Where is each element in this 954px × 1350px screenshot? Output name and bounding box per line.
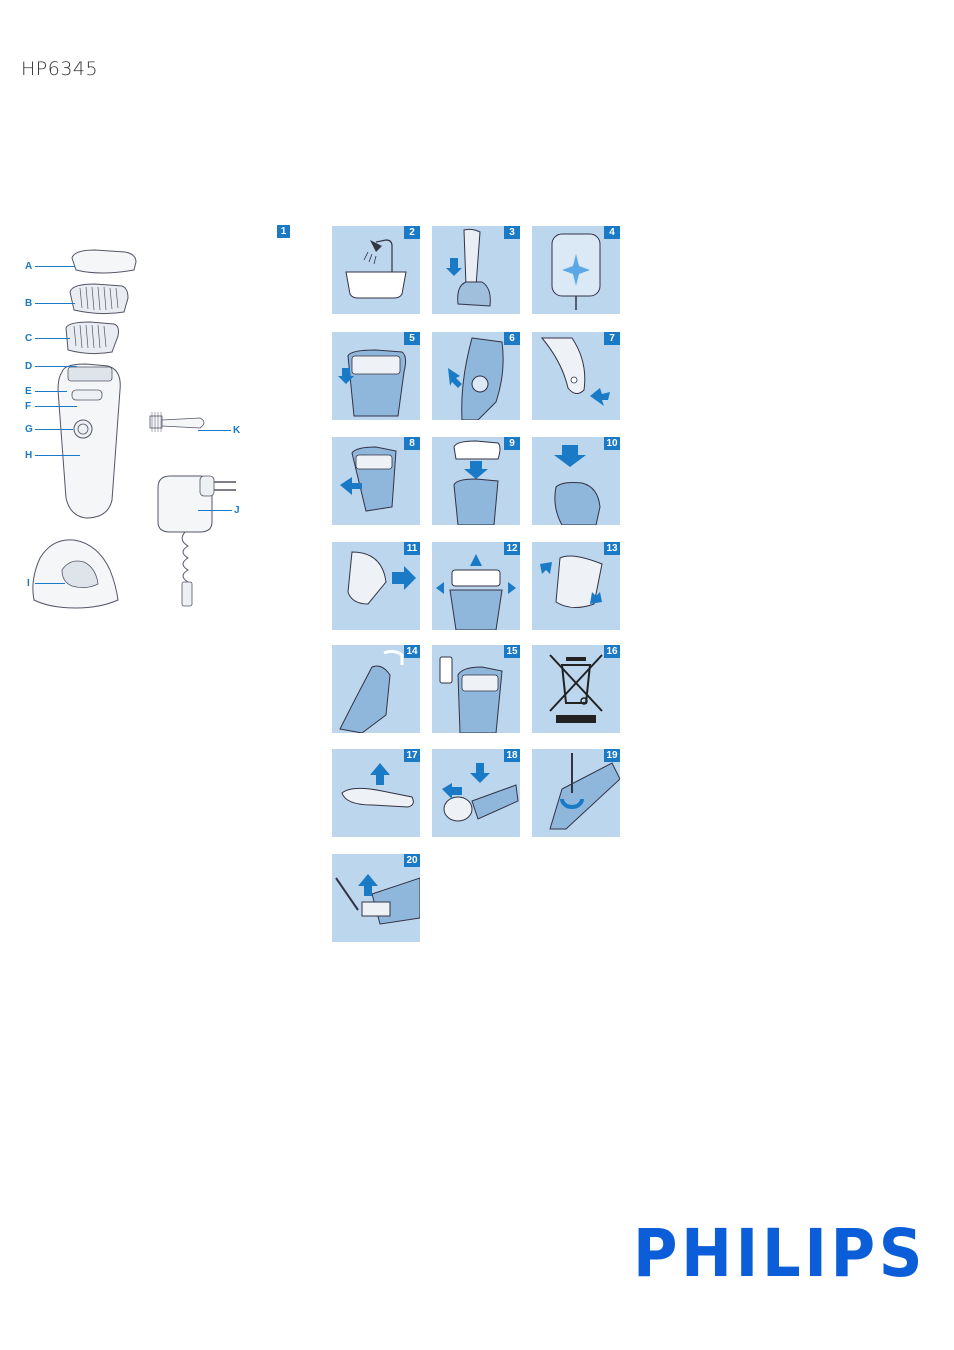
step-number-13: 13 [604,542,620,555]
step-number-12: 12 [504,542,520,555]
step-number-16: 16 [604,645,620,658]
step-panel-6: 6 [432,332,520,420]
step-number-6: 6 [504,332,520,345]
shaving-legs-illustration [540,337,610,406]
step-number-4: 4 [604,226,620,239]
step-panel-5: 5 [332,332,420,420]
callout-b [35,303,75,304]
part-label-h: H [25,450,33,461]
callout-c [35,338,70,339]
step-panel-11: 11 [332,542,420,630]
part-label-e: E [25,386,32,397]
step-number-17: 17 [404,749,420,762]
step-number-7: 7 [604,332,620,345]
step-panel-14: 14 [332,645,420,733]
shaving-underarm-illustration [340,446,397,512]
switch-on-illustration [448,337,504,420]
unscrew-illustration [549,753,620,830]
callout-a [35,266,75,267]
product-overview-illustration [32,249,236,609]
step-number-10: 10 [604,437,620,450]
remove-battery-illustration [442,763,519,822]
step-panel-2: 2 [332,226,420,314]
rinse-illustration [339,649,404,733]
clean-shaving-unit-illustration [540,555,603,608]
step-number-11: 11 [404,542,420,555]
step-panel-15: 15 [432,645,520,733]
remove-cap-illustration [338,349,407,417]
step-panel-4: 4 [532,226,620,314]
shaving-bikini-illustration [347,551,416,605]
charging-light-illustration [551,233,601,310]
attach-comb-illustration [453,440,501,525]
step-panel-18: 18 [432,749,520,837]
crossed-bin-icon [549,654,603,723]
step-panel-13: 13 [532,542,620,630]
part-label-c: C [25,333,33,344]
step-panel-20: 20 [332,854,420,942]
step-number-19: 19 [604,749,620,762]
step-panel-19: 19 [532,749,620,837]
part-label-k: K [233,425,241,436]
step-number-9: 9 [504,437,520,450]
step-number-20: 20 [404,854,420,867]
callout-j [198,510,232,511]
step-panel-12: 12 [432,542,520,630]
step-number-14: 14 [404,645,420,658]
callout-i [35,583,65,584]
part-label-g: G [25,424,33,435]
remove-comb-illustration [554,445,601,525]
open-housing-illustration [341,763,414,808]
callout-d [35,366,77,367]
step-number-8: 8 [404,437,420,450]
step-panel-17: 17 [332,749,420,837]
shaver-in-stand-illustration [446,228,491,307]
part-label-a: A [25,261,33,272]
model-number: HP6345 [21,58,99,80]
callout-g [35,429,73,430]
step-panel-3: 3 [432,226,520,314]
part-label-b: B [25,298,33,309]
part-label-d: D [25,361,33,372]
figure-1-number: 1 [277,225,290,238]
step-panel-16: 16 [532,645,620,733]
step-number-2: 2 [404,226,420,239]
step-number-5: 5 [404,332,420,345]
step-number-15: 15 [504,645,520,658]
part-label-i: I [27,578,30,589]
callout-k [198,430,231,431]
callout-h [35,455,80,456]
philips-logo: PHILIPS [633,1215,927,1292]
remove-electronics-illustration [335,874,420,925]
step-number-3: 3 [504,226,520,239]
step-panel-8: 8 [332,437,420,525]
step-number-18: 18 [504,749,520,762]
remove-shaving-unit-illustration [436,554,516,630]
part-label-j: J [234,505,240,516]
step-panel-9: 9 [432,437,520,525]
shower-illustration [345,239,407,299]
callout-e [35,391,67,392]
callout-f [35,406,77,407]
step-panel-7: 7 [532,332,620,420]
oil-cutter-illustration [439,656,503,733]
step-panel-10: 10 [532,437,620,525]
part-label-f: F [25,401,32,412]
